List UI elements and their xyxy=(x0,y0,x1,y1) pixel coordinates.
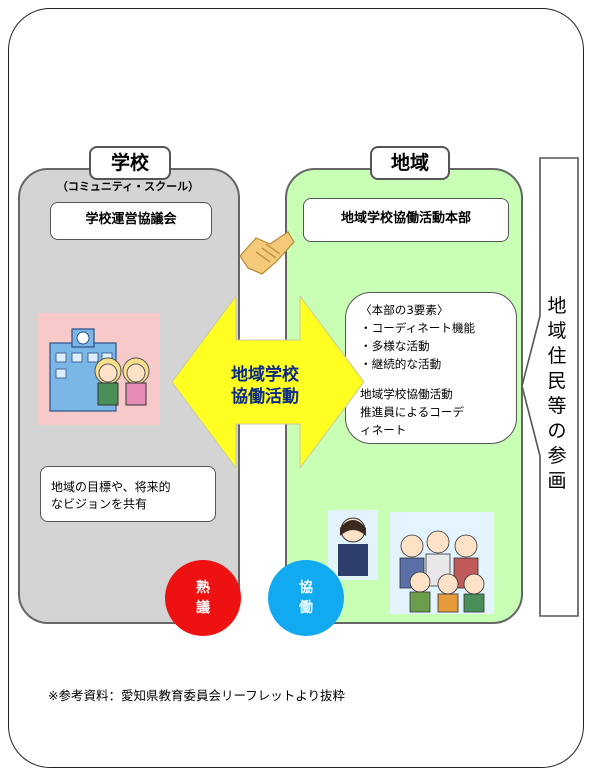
promoter-line1: 地域学校協働活動 xyxy=(360,387,453,401)
outer-frame xyxy=(8,8,584,768)
resident-char: 等 xyxy=(547,395,567,417)
kyodo-circle: 協 働 xyxy=(268,560,344,636)
school-illustration xyxy=(38,313,160,425)
element-item: ・コーディネート機能 xyxy=(360,321,476,335)
school-subtitle: （コミュニティ・スクール） xyxy=(56,180,200,193)
resident-char: 民 xyxy=(547,370,567,392)
element-item: ・多様な活動 xyxy=(360,339,430,353)
center-label: 地域学校 協働活動 xyxy=(200,364,330,408)
double-arrow xyxy=(172,296,364,468)
center-label-line1: 地域学校 xyxy=(231,365,299,385)
elements-heading: 〈本部の3要素〉 xyxy=(360,303,449,317)
kyodo-line1: 協 xyxy=(299,580,313,596)
hq-elements-box: 〈本部の3要素〉 ・コーディネート機能 ・多様な活動 ・継続的な活動 地域学校協… xyxy=(345,292,517,444)
source-note: ※参考資料：愛知県教育委員会リーフレットより抜粋 xyxy=(48,688,345,703)
center-label-line2: 協働活動 xyxy=(231,387,299,407)
promoter-line2: 推進員によるコーデ xyxy=(360,405,464,419)
region-hq-box: 地域学校協働活動本部 xyxy=(303,198,509,242)
school-council-box: 学校運営協議会 xyxy=(50,202,212,240)
resident-arrow-shape xyxy=(521,157,579,617)
shared-vision-line1: 地域の目標や、将来的 xyxy=(51,480,171,494)
kyodo-line2: 働 xyxy=(299,600,313,616)
jukugi-line1: 熟 xyxy=(196,580,210,596)
children-icon xyxy=(94,357,150,406)
shared-vision-box: 地域の目標や、将来的 なビジョンを共有 xyxy=(40,466,216,522)
element-item: ・継続的な活動 xyxy=(360,357,442,371)
resident-participation-box: 地 域 住 民 等 の 参 画 xyxy=(540,158,574,616)
school-title: 学校 xyxy=(89,146,171,180)
resident-char: 地 xyxy=(547,295,567,317)
promoter-line3: ィネート xyxy=(360,423,407,437)
resident-char: 参 xyxy=(547,445,567,467)
jukugi-circle: 熟 議 xyxy=(165,560,241,636)
jukugi-line2: 議 xyxy=(196,600,210,616)
resident-char: 画 xyxy=(547,470,567,492)
resident-char: 住 xyxy=(547,345,567,367)
community-people-icon xyxy=(390,512,494,614)
region-title: 地域 xyxy=(370,146,450,180)
resident-char: 域 xyxy=(547,320,567,342)
handshake-icon xyxy=(239,231,295,275)
shared-vision-line2: なビジョンを共有 xyxy=(51,497,148,511)
resident-char: の xyxy=(547,420,567,442)
teacher-icon xyxy=(328,510,378,580)
